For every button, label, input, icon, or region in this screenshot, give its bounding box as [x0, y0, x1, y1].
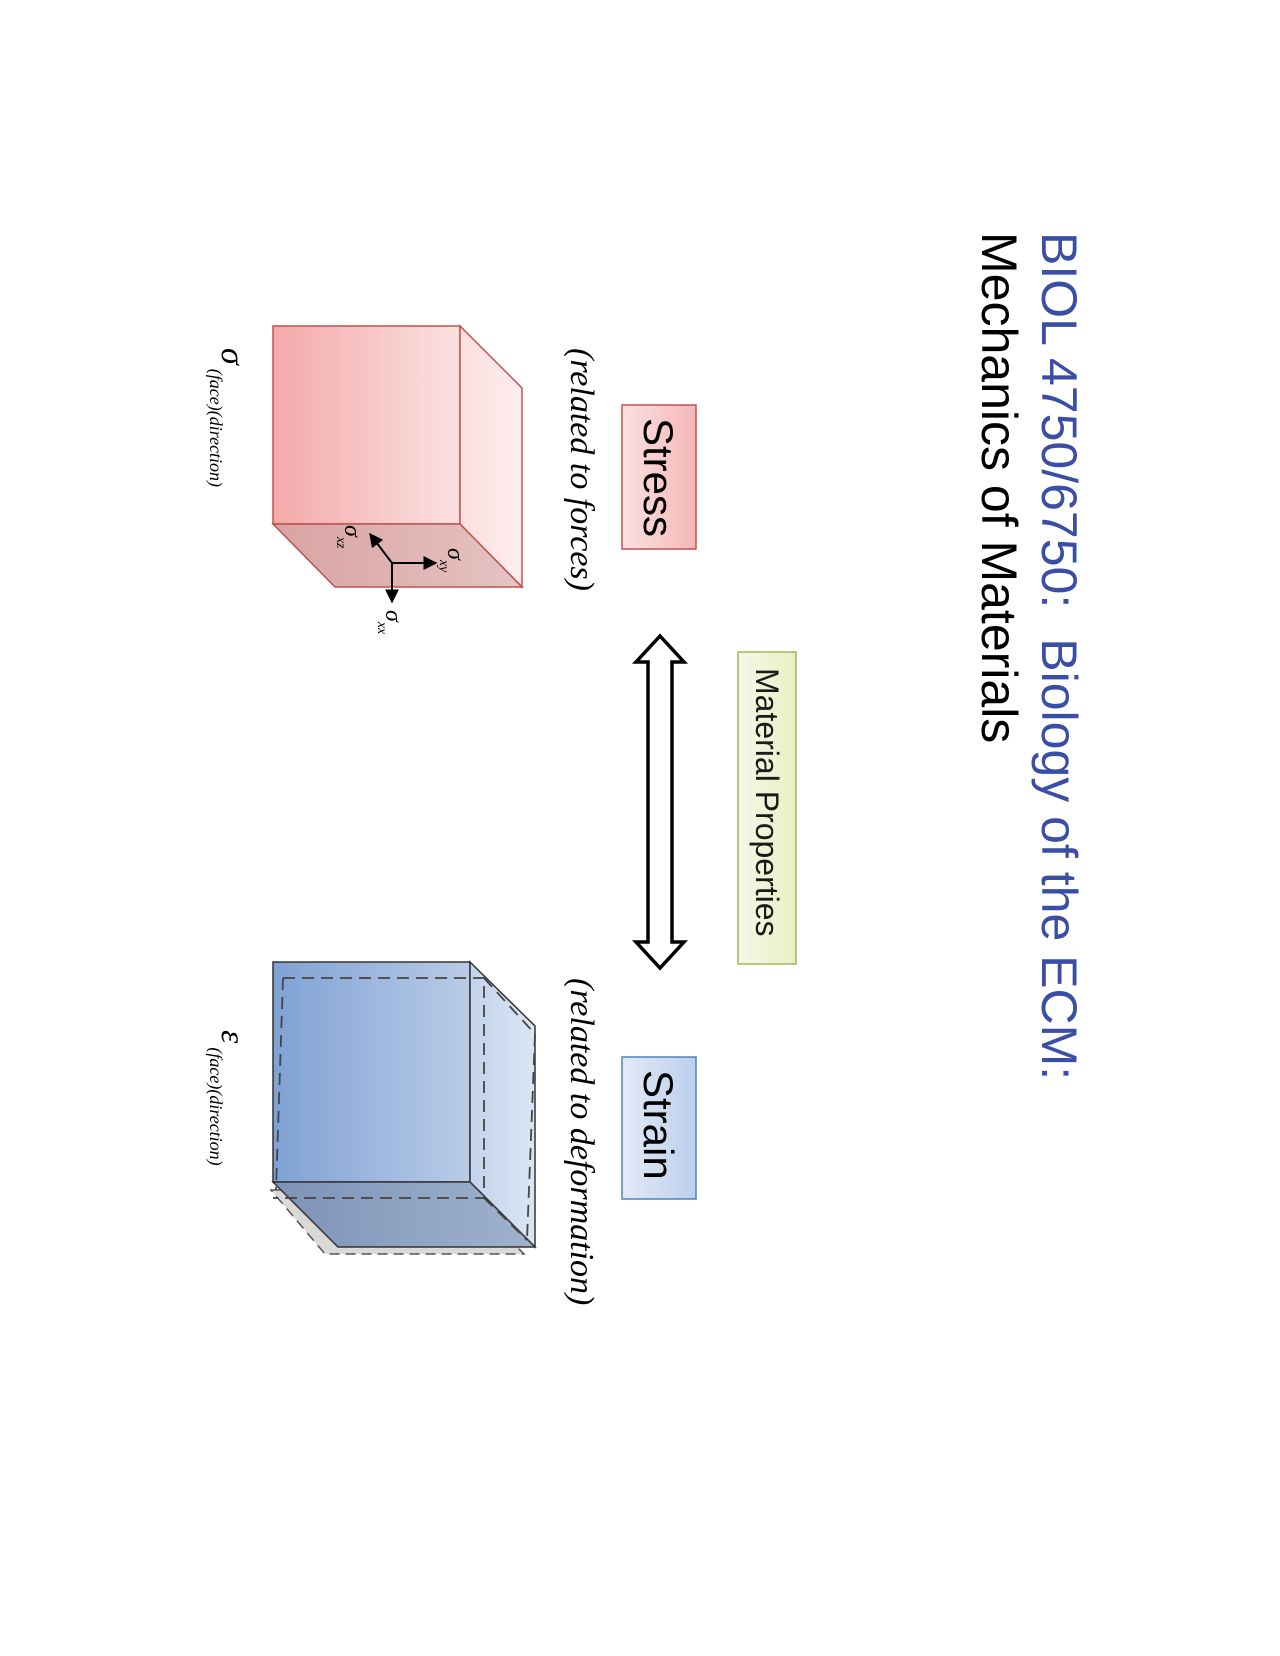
title-block: BIOL 4750/6750:Biology of the ECM: Mecha…	[971, 232, 1087, 1080]
sigma-xz-label: σxz	[333, 525, 365, 549]
stress-label: Stress	[635, 418, 682, 537]
sigma-xx-label: σxx	[374, 610, 406, 635]
strain-cube-reference-outline	[273, 977, 536, 1241]
stress-relation-caption: (related to forces)	[563, 348, 600, 591]
stress-cube-bottom-face	[271, 523, 524, 588]
strain-box: Strain	[621, 1056, 697, 1200]
double-arrow-icon	[632, 633, 688, 971]
strain-label: Strain	[635, 1070, 682, 1180]
course-title: BIOL 4750/6750:Biology of the ECM:	[1031, 232, 1087, 1080]
strain-cube-front-face	[272, 961, 471, 1183]
stress-symbol-label: σ(face)(direction)	[205, 348, 251, 487]
strain-symbol-label: ε(face)(direction)	[205, 1030, 251, 1166]
stress-box: Stress	[621, 404, 697, 550]
strain-cube	[269, 960, 537, 1255]
topic-title: Mechanics of Materials	[971, 232, 1027, 743]
material-properties-box: Material Properties	[737, 651, 797, 965]
sigma-xz-arrow	[369, 532, 393, 564]
strain-cube-bottom-face	[271, 1181, 537, 1248]
sigma-xy-label: σxy	[436, 548, 468, 573]
stress-cube-front-face	[272, 325, 461, 525]
strain-relation-caption: (related to deformation)	[563, 978, 600, 1305]
material-properties-label: Material Properties	[749, 668, 785, 937]
stress-cube: σxy σxz σxx	[271, 324, 524, 635]
